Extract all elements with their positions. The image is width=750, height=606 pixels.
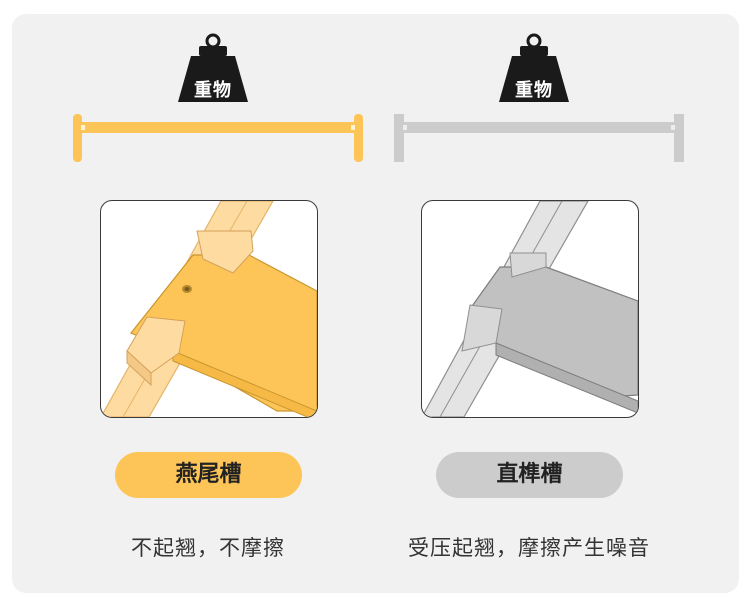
- weight-icon: 重物: [173, 32, 253, 104]
- joint-name-badge: 燕尾槽: [115, 452, 302, 498]
- straight-tenon-column: 重物 直榫槽 受压起: [394, 14, 694, 593]
- dovetail-joint-illustration: [100, 200, 318, 418]
- comparison-card: 重物: [12, 14, 739, 593]
- weight-icon: 重物: [494, 32, 574, 104]
- shelf-beam-straight: [73, 112, 363, 168]
- shelf-beam-straight: [394, 112, 684, 168]
- weight-label: 重物: [515, 80, 553, 101]
- joint-caption: 不起翘，不摩擦: [131, 536, 285, 560]
- joint-name-badge: 直榫槽: [436, 452, 623, 498]
- dovetail-column: 重物: [73, 14, 373, 593]
- joint-caption: 受压起翘，摩擦产生噪音: [408, 536, 650, 560]
- straight-tenon-joint-illustration: [421, 200, 639, 418]
- weight-label: 重物: [194, 80, 232, 101]
